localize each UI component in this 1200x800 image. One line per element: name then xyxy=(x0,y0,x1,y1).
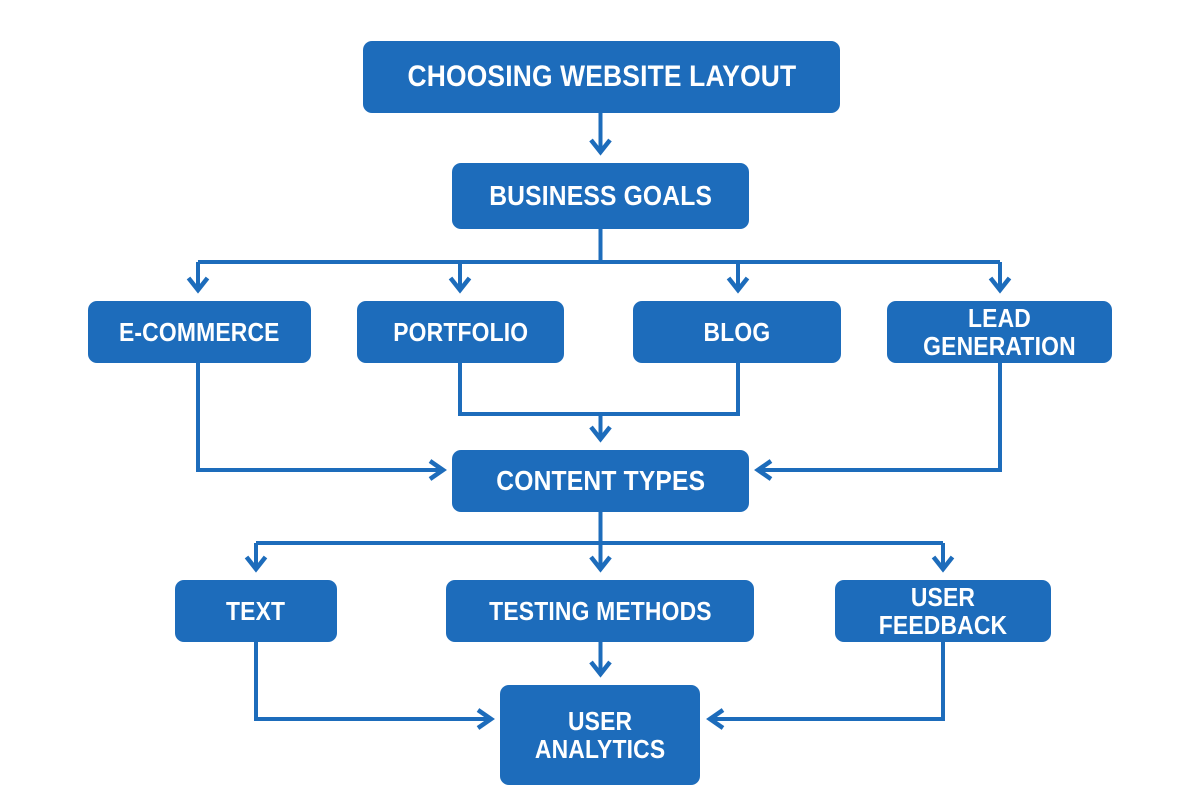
arrowhead-testing xyxy=(589,555,612,573)
node-label: TEXT xyxy=(226,595,286,626)
node-business-goals[interactable]: BUSINESS GOALS xyxy=(452,163,749,229)
node-label: E-COMMERCE xyxy=(119,316,280,347)
arrowhead-analytics-right xyxy=(706,708,725,730)
arrowhead-feedback xyxy=(931,555,955,573)
node-portfolio[interactable]: PORTFOLIO xyxy=(357,301,564,363)
node-choosing-website-layout[interactable]: CHOOSING WEBSITE LAYOUT xyxy=(363,41,840,113)
arrowhead-blog xyxy=(726,276,750,294)
arrowhead-content-top xyxy=(589,425,612,443)
node-content-types[interactable]: CONTENT TYPES xyxy=(452,450,749,512)
edge-feedback-to-analytics xyxy=(713,642,945,721)
node-label: TESTING METHODS xyxy=(488,595,712,626)
node-text[interactable]: TEXT xyxy=(175,580,337,642)
edge-portfolio-blog-merge xyxy=(458,363,740,416)
node-testing-methods[interactable]: TESTING METHODS xyxy=(446,580,754,642)
arrowhead-content-right xyxy=(754,459,773,481)
arrowhead-analytics-top xyxy=(589,660,612,678)
edge-ecommerce-to-content xyxy=(196,363,440,472)
arrowhead-lead xyxy=(988,276,1012,294)
node-label: CONTENT TYPES xyxy=(495,464,705,496)
arrowhead-content-left xyxy=(428,459,447,481)
arrowhead-text xyxy=(244,555,268,573)
arrowhead-analytics-left xyxy=(476,708,495,730)
arrowhead-goals xyxy=(589,138,612,156)
node-label: CHOOSING WEBSITE LAYOUT xyxy=(407,59,796,93)
edge-text-to-analytics xyxy=(254,642,488,721)
node-label: LEAD GENERATION xyxy=(923,302,1076,361)
node-e-commerce[interactable]: E-COMMERCE xyxy=(88,301,311,363)
edge-lead-to-content xyxy=(761,363,1002,472)
node-lead-generation[interactable]: LEAD GENERATION xyxy=(887,301,1112,363)
node-label: USER ANALYTICS xyxy=(534,705,666,764)
node-label: USER FEEDBACK xyxy=(878,581,1008,640)
node-label: BLOG xyxy=(703,316,771,347)
arrowhead-ecommerce xyxy=(186,276,210,294)
node-label: PORTFOLIO xyxy=(392,316,529,347)
node-user-analytics[interactable]: USER ANALYTICS xyxy=(500,685,700,785)
node-label: BUSINESS GOALS xyxy=(489,179,712,211)
node-blog[interactable]: BLOG xyxy=(633,301,841,363)
node-user-feedback[interactable]: USER FEEDBACK xyxy=(835,580,1051,642)
arrowhead-portfolio xyxy=(448,276,472,294)
